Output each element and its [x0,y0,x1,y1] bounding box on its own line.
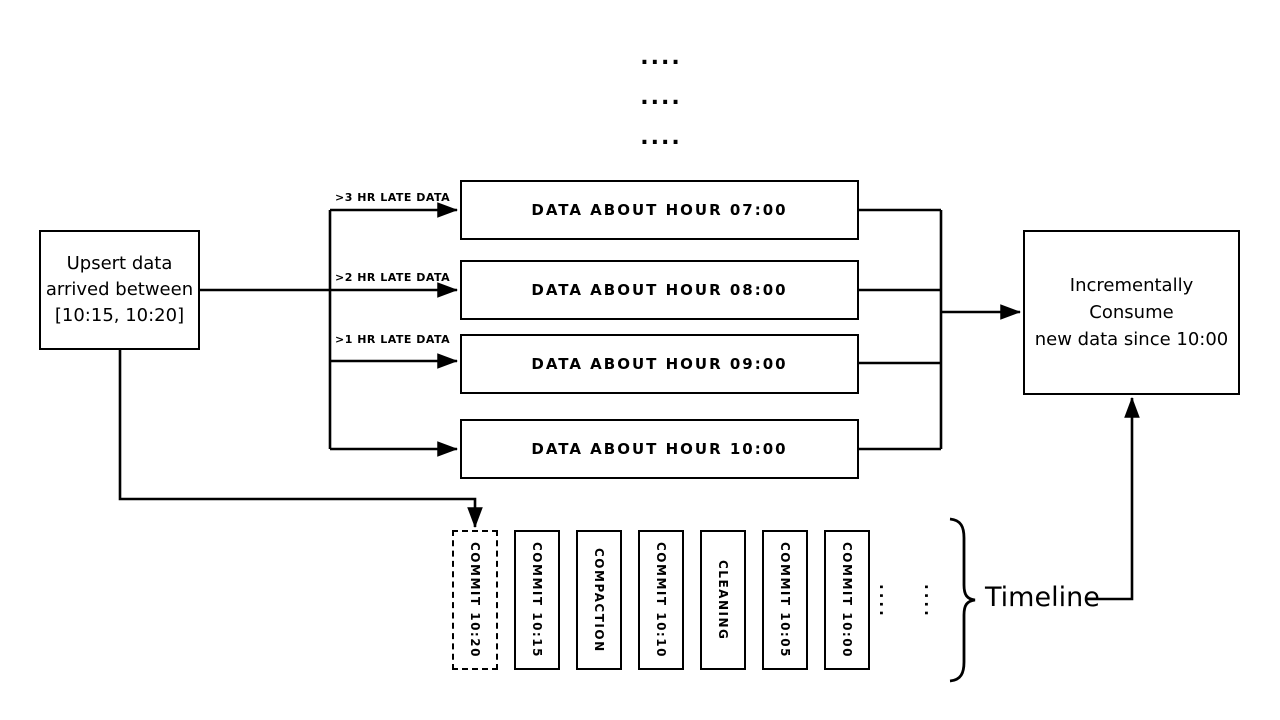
late-data-label-3hr: >3 HR LATE DATA [335,191,451,204]
timeline-entry-commit-1010: COMMIT 10:10 [638,530,684,670]
upsert-source-line: [10:15, 10:20] [54,305,185,327]
incremental-consumer-line: Incrementally Consume [1069,275,1194,323]
upsert-source-box: Upsert data arrived between [10:15, 10:2… [39,230,200,350]
incremental-consumer-line: new data since 10:00 [1034,329,1229,350]
upsert-source-line: Upsert data [66,252,173,274]
hour-partition-box-1000: DATA ABOUT HOUR 10:00 [460,419,859,479]
timeline-entry-label: COMMIT 10:05 [778,542,792,658]
hour-partition-box-0800: DATA ABOUT HOUR 08:00 [460,260,859,320]
hour-partition-box-0700: DATA ABOUT HOUR 07:00 [460,180,859,240]
late-data-label-2hr: >2 HR LATE DATA [335,271,451,284]
timeline-brace [949,517,976,683]
timeline-entry-commit-1005: COMMIT 10:05 [762,530,808,670]
timeline-entry-commit-1000: COMMIT 10:00 [824,530,870,670]
hour-partition-box-0900: DATA ABOUT HOUR 09:00 [460,334,859,394]
timeline-entry-label: COMMIT 10:15 [530,542,544,658]
timeline-ellipsis-icon: ···· [872,584,890,619]
top-ellipsis-row: .... [640,125,682,150]
arrow-source-to-commit [118,350,483,529]
top-ellipsis-row: .... [640,85,682,110]
late-data-label-1hr: >1 HR LATE DATA [335,333,451,346]
arrow-timeline-to-consumer [1087,396,1140,601]
timeline-entry-commit-1015: COMMIT 10:15 [514,530,560,670]
timeline-entry-label: COMMIT 10:00 [840,542,854,658]
incremental-consumer-box: Incrementally Consume new data since 10:… [1023,230,1240,395]
timeline-entry-cleaning: CLEANING [700,530,746,670]
timeline-ellipsis-icon: ···· [917,584,935,619]
timeline-entry-label: COMMIT 10:20 [468,542,482,658]
timeline-entry-commit-1020: COMMIT 10:20 [452,530,498,670]
timeline-label: Timeline [985,582,1100,613]
timeline-entry-label: COMPACTION [592,547,606,653]
timeline-entry-label: COMMIT 10:10 [654,542,668,658]
top-ellipsis-row: .... [640,45,682,70]
timeline-entry-label: CLEANING [716,559,730,641]
timeline-entry-compaction: COMPACTION [576,530,622,670]
upsert-source-line: arrived between [45,278,194,300]
